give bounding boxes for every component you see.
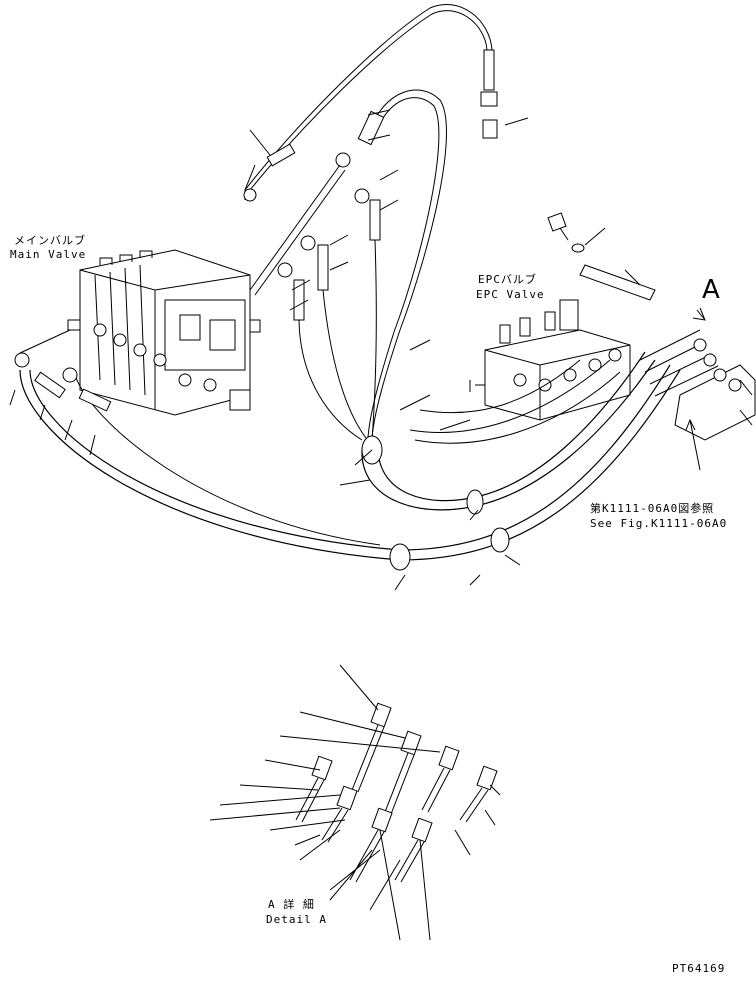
- view-marker-a: A: [702, 275, 720, 305]
- main-valve-label-en: Main Valve: [10, 248, 87, 261]
- mount-parts: [547, 212, 656, 301]
- central-hose-bundle: [249, 89, 447, 451]
- detail-a-label-en: Detail A: [266, 913, 327, 926]
- top-hose-loop: [243, 3, 498, 202]
- reference-label-jp: 第K1111-06A0図参照: [590, 502, 715, 515]
- main-valve-label-jp: メインバルブ: [14, 234, 86, 247]
- epc-valve-label-jp: EPCバルブ: [478, 273, 537, 286]
- drawing-number: PT64169: [672, 962, 726, 975]
- epc-valve-label-en: EPC Valve: [476, 288, 545, 301]
- reference-label-en: See Fig.K1111-06A0: [590, 517, 728, 530]
- detail-a-label-jp: A 詳 細: [268, 898, 315, 911]
- leader-lines: [9, 109, 753, 591]
- main-valve: [67, 249, 261, 416]
- long-lower-hose: [14, 329, 681, 571]
- detail-a-block: [639, 307, 756, 471]
- detail-a-hoses: [209, 664, 501, 941]
